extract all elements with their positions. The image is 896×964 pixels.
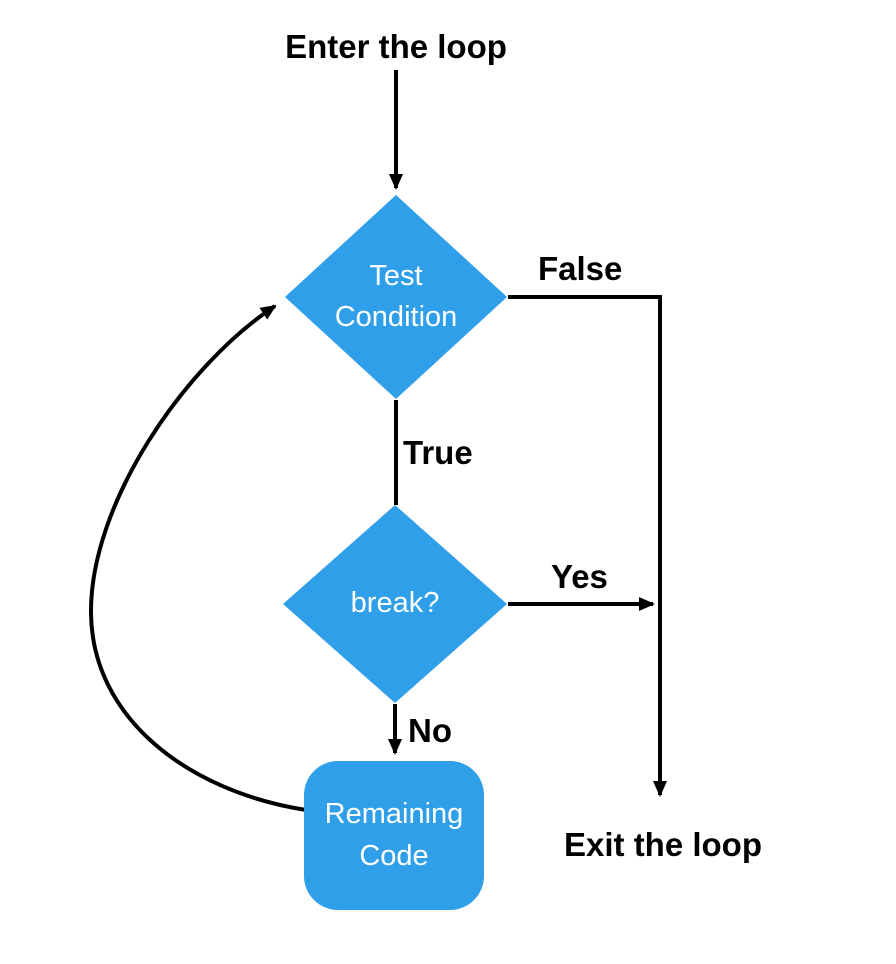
- no-edge-label: No: [408, 712, 452, 749]
- false-edge-label: False: [538, 250, 623, 287]
- remaining-code-label-line2: Code: [359, 839, 429, 872]
- true-edge-label: True: [403, 434, 473, 471]
- test-condition-label-line2: Condition: [334, 301, 458, 333]
- exit-the-loop-label: Exit the loop: [564, 826, 762, 863]
- enter-the-loop-label: Enter the loop: [285, 28, 507, 65]
- test-condition-label-line1: Test: [369, 259, 423, 292]
- yes-edge-label: Yes: [551, 558, 608, 595]
- remaining-code-label-line1: Remaining: [324, 798, 464, 831]
- edge-false-to-exit: [508, 295, 667, 797]
- break-label: break?: [350, 587, 440, 620]
- edge-loopback-to-test-condition: [88, 304, 307, 812]
- remaining-code-process-node: Remaining Code: [304, 761, 484, 910]
